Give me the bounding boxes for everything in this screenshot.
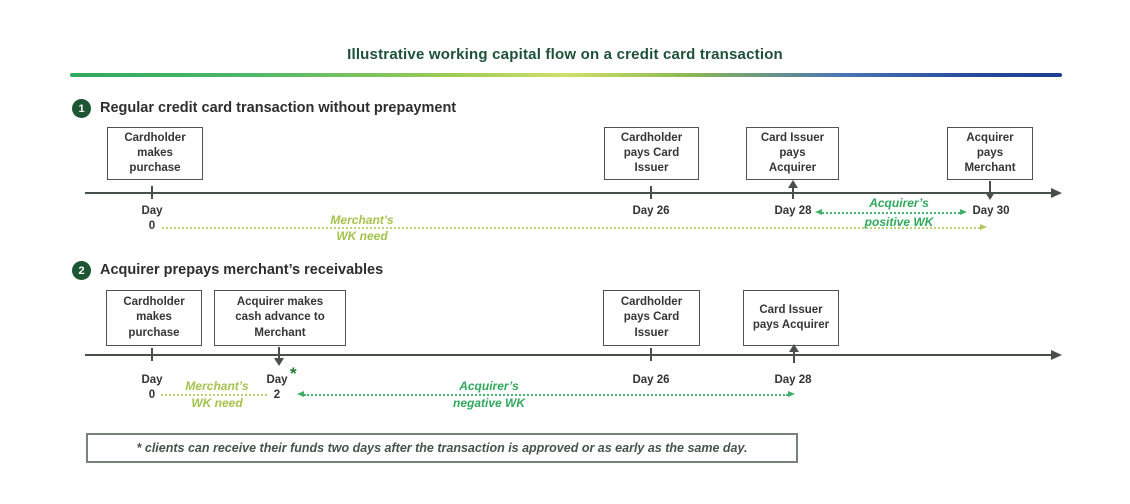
acquirer-negative-wk-line2: negative WK <box>452 396 526 410</box>
section2-number-badge: 2 <box>72 261 91 280</box>
day2-value-s2: 2 <box>273 389 281 401</box>
timeline-1-arrow-day30-line <box>989 181 991 194</box>
timeline-1-arrow-day28-line <box>792 186 794 199</box>
page-title: Illustrative working capital flow on a c… <box>347 46 783 63</box>
timeline-1-arrowhead-icon <box>1051 188 1062 198</box>
timeline-1-tick-day0 <box>151 186 153 199</box>
merchant-wk-arrowhead-icon-s1 <box>980 224 987 230</box>
day28-label-s2: Day 28 <box>774 374 812 386</box>
footnote-text: * clients can receive their funds two da… <box>136 441 748 455</box>
event-box-card-issuer-pays-acquirer: Card Issuer pays Acquirer <box>746 127 839 180</box>
timeline-2-arrow-up-icon <box>789 344 799 352</box>
negative-wk-dashed-line <box>304 394 788 396</box>
day26-label-s2: Day 26 <box>632 374 670 386</box>
timeline-2 <box>85 354 1051 356</box>
timeline-2-arrow-down-icon <box>274 358 284 366</box>
merchant-wk-line1-s1: Merchant’s <box>330 213 394 227</box>
positive-wk-left-arrowhead-icon <box>815 209 822 215</box>
day28-label-s1: Day 28 <box>774 205 812 217</box>
acquirer-negative-wk-line1: Acquirer’s <box>459 379 519 393</box>
merchant-wk-dotted-line-s2 <box>161 394 267 396</box>
event-box-cardholder-makes-purchase-2: Cardholder makes purchase <box>106 290 202 346</box>
day0-label-s1: Day <box>141 205 163 217</box>
section1-number-badge: 1 <box>72 99 91 118</box>
event-box-acquirer-pays-merchant: Acquirer pays Merchant <box>947 127 1033 180</box>
event-box-card-issuer-pays-acquirer-2: Card Issuer pays Acquirer <box>743 290 839 346</box>
timeline-1 <box>85 192 1051 194</box>
merchant-wk-dotted-line-s1 <box>162 227 980 229</box>
event-box-cardholder-makes-purchase: Cardholder makes purchase <box>107 127 203 180</box>
title-underline-gradient <box>70 73 1062 77</box>
section1-heading: Regular credit card transaction without … <box>100 100 457 116</box>
timeline-1-tick-day26 <box>650 186 652 199</box>
merchant-wk-line2-s2: WK need <box>191 396 243 410</box>
day2-label-s2: Day <box>266 374 288 386</box>
merchant-wk-line2-s1: WK need <box>336 229 388 243</box>
event-box-cardholder-pays-card-issuer: Cardholder pays Card Issuer <box>604 127 699 180</box>
acquirer-positive-wk-line1: Acquirer’s <box>869 196 929 210</box>
timeline-2-tick-day26 <box>650 348 652 361</box>
day0-value-s1: 0 <box>148 220 156 232</box>
event-box-acquirer-cash-advance: Acquirer makes cash advance to Merchant <box>214 290 346 346</box>
positive-wk-right-arrowhead-icon <box>960 209 967 215</box>
event-box-cardholder-pays-card-issuer-2: Cardholder pays Card Issuer <box>603 290 700 346</box>
day0-label-s2: Day <box>141 374 163 386</box>
timeline-2-tick-day0 <box>151 348 153 361</box>
day0-value-s2: 0 <box>148 389 156 401</box>
footnote-box: * clients can receive their funds two da… <box>86 433 798 463</box>
positive-wk-dashed-line <box>822 212 960 214</box>
timeline-2-arrowhead-icon <box>1051 350 1062 360</box>
day26-label-s1: Day 26 <box>632 205 670 217</box>
timeline-2-arrow-day2-line <box>278 347 280 360</box>
day2-asterisk: * <box>290 364 297 383</box>
merchant-wk-line1-s2: Merchant’s <box>185 379 249 393</box>
negative-wk-left-arrowhead-icon <box>297 391 304 397</box>
timeline-1-arrow-up-icon <box>788 180 798 188</box>
timeline-2-arrow-day28-line <box>793 350 795 363</box>
negative-wk-right-arrowhead-icon <box>788 391 795 397</box>
day30-label-s1: Day 30 <box>972 205 1010 217</box>
acquirer-positive-wk-line2: positive WK <box>864 215 934 229</box>
timeline-1-arrow-down-icon <box>985 192 995 200</box>
section2-heading: Acquirer prepays merchant’s receivables <box>100 262 384 278</box>
